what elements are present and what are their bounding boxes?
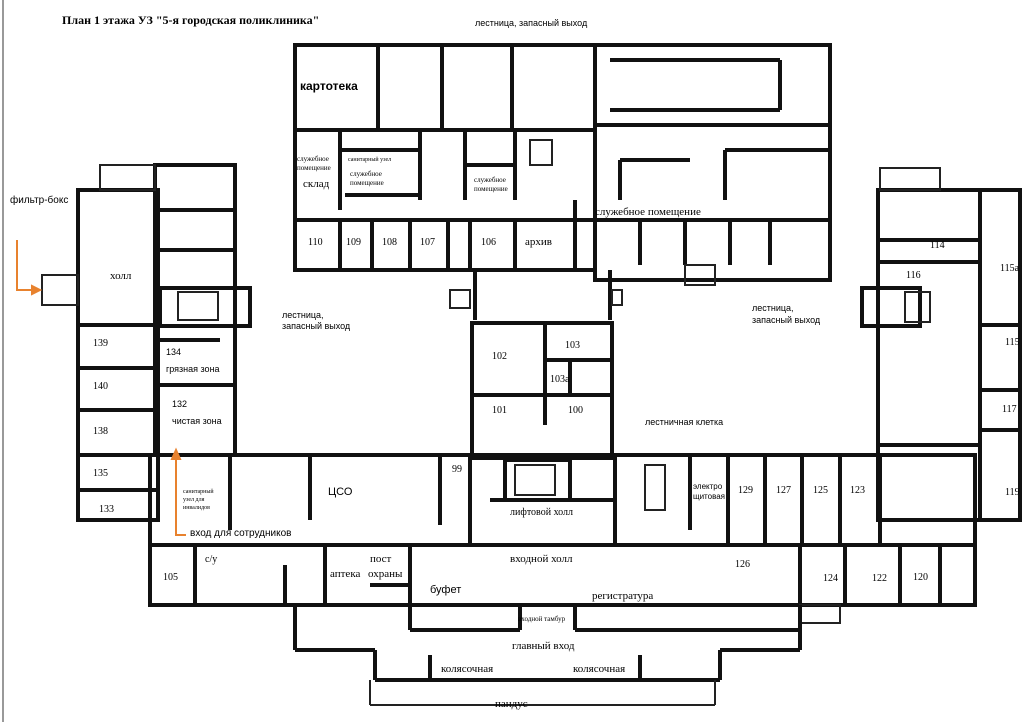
room-entrance-hall: входной холл	[510, 553, 573, 565]
walls	[41, 43, 1022, 706]
wall	[177, 291, 219, 321]
room-122: 122	[872, 573, 887, 584]
room-132: 132	[172, 399, 187, 409]
wall	[876, 188, 1022, 522]
room-114: 114	[930, 240, 945, 251]
room-buffet: буфет	[430, 584, 461, 596]
wall	[593, 43, 832, 282]
room-106: 106	[481, 237, 496, 248]
label-clean-zone: чистая зона	[172, 416, 222, 426]
room-registry: регистратура	[592, 590, 653, 602]
wall	[644, 464, 666, 511]
wall	[470, 321, 614, 460]
room-stroller-2: колясочная	[573, 663, 625, 675]
wall	[158, 286, 252, 328]
room-127: 127	[776, 485, 791, 496]
room-post: охраны	[368, 568, 403, 580]
room-100: 100	[568, 405, 583, 416]
room-101: 101	[492, 405, 507, 416]
label-stairs-left: лестница,	[282, 310, 324, 320]
room-102: 102	[492, 351, 507, 362]
label-stairs-left: запасный выход	[282, 321, 351, 331]
room-109: 109	[346, 237, 361, 248]
wall	[684, 264, 716, 286]
room-123: 123	[850, 485, 865, 496]
room-103a: 103а	[550, 374, 570, 385]
room-133: 133	[99, 504, 114, 515]
room-disabled-wc: санитарный	[183, 488, 214, 495]
label-service2: служебное	[350, 170, 382, 178]
wall	[41, 274, 79, 306]
room-wc: с/у	[205, 554, 217, 565]
room-103: 103	[565, 340, 580, 351]
room-99: 99	[452, 464, 462, 475]
label-service3: служебное	[474, 176, 506, 184]
room-115a: 115а	[1000, 263, 1020, 274]
label-main-entrance: главный вход	[512, 640, 575, 652]
wall	[449, 289, 471, 309]
room-139: 139	[93, 338, 108, 349]
wall	[860, 286, 922, 328]
label-stairwell: лестничная клетка	[645, 417, 723, 427]
room-disabled-wc: узел для	[183, 497, 205, 503]
wall	[799, 604, 841, 624]
room-vestibule: входной тамбур	[518, 615, 566, 623]
wall	[611, 289, 623, 306]
room-stroller-1: колясочная	[441, 663, 493, 675]
label-ramp: пандус	[495, 698, 528, 710]
wall	[148, 453, 977, 607]
room-129: 129	[738, 485, 753, 496]
room-126: 126	[735, 559, 750, 570]
room-electro: щитовая	[693, 492, 725, 501]
room-115: 115	[1005, 337, 1020, 348]
room-134: 134	[166, 347, 181, 357]
staff-entrance-arrow	[170, 447, 186, 536]
room-108: 108	[382, 237, 397, 248]
label-service1: помещение	[297, 164, 331, 172]
room-electro: электро	[693, 482, 723, 491]
room-disabled-wc: инвалидов	[183, 505, 210, 511]
room-hall: холл	[110, 270, 132, 282]
wall	[529, 139, 553, 166]
room-125: 125	[813, 485, 828, 496]
room-140: 140	[93, 381, 108, 392]
label-dirty-zone: грязная зона	[166, 364, 220, 374]
label-service3: помещение	[474, 185, 508, 193]
filter-box-arrow	[16, 240, 43, 296]
room-kartoteka: картотека	[300, 79, 358, 93]
room-post: пост	[370, 553, 392, 565]
room-110: 110	[308, 237, 323, 248]
room-119: 119	[1005, 487, 1020, 498]
wall	[879, 167, 941, 191]
room-sanuzel: санитарный узел	[348, 156, 391, 163]
room-116: 116	[906, 270, 921, 281]
label-service2: помещение	[350, 179, 384, 187]
room-pharmacy: аптека	[330, 568, 360, 580]
wall	[76, 188, 160, 522]
room-105: 105	[163, 572, 178, 583]
room-sklad: склад	[303, 178, 330, 190]
room-archive: архив	[525, 236, 552, 248]
plan-title: План 1 этажа УЗ "5-я городская поликлини…	[62, 13, 319, 27]
room-135: 135	[93, 468, 108, 479]
room-service-big: служебное помещение	[595, 206, 701, 218]
wall	[514, 464, 556, 496]
label-stairs-right: запасный выход	[752, 315, 821, 325]
room-107: 107	[420, 237, 435, 248]
room-124: 124	[823, 573, 838, 584]
room-117: 117	[1002, 404, 1017, 415]
room-138: 138	[93, 426, 108, 437]
label-filter-box: фильтр-бокс	[10, 194, 68, 206]
wall	[904, 291, 931, 323]
label-staff-entrance: вход для сотрудников	[190, 528, 291, 539]
room-120: 120	[913, 572, 928, 583]
label-stairs-top: лестница, запасный выход	[475, 18, 588, 28]
room-cso: ЦСО	[328, 486, 353, 498]
room-lift-hall: лифтовой холл	[510, 507, 573, 518]
label-service1: служебное	[297, 155, 329, 163]
label-stairs-right: лестница,	[752, 303, 794, 313]
wall	[99, 164, 156, 191]
